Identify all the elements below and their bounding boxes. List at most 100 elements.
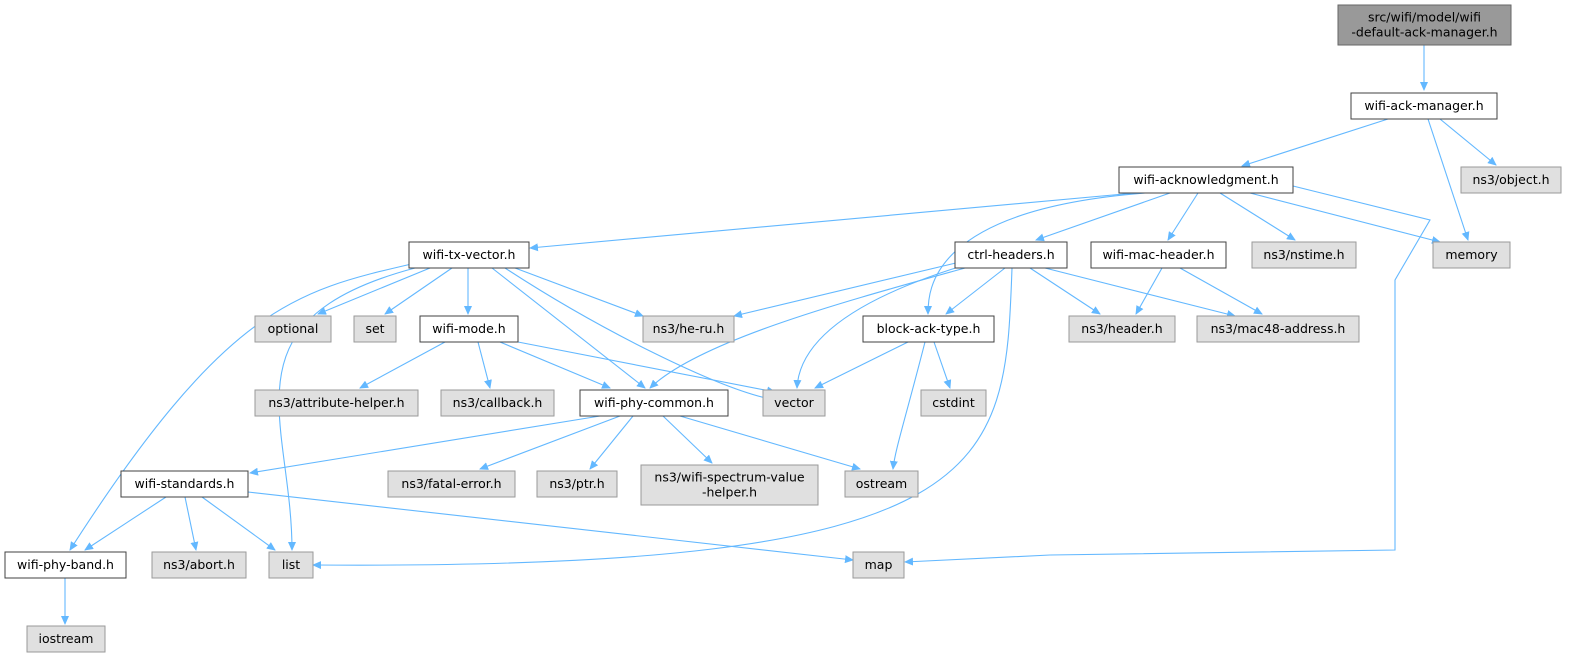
node-cstdint: cstdint bbox=[920, 389, 987, 417]
node-label-memory: memory bbox=[1445, 247, 1498, 262]
node-label-iostream: iostream bbox=[39, 631, 94, 646]
node-label-root-line-2: -default-ack-manager.h bbox=[1351, 25, 1497, 40]
edge-blockack-to-cstdint bbox=[933, 341, 952, 389]
node-heru: ns3/he-ru.h bbox=[642, 315, 735, 343]
node-label-mac48: ns3/mac48-address.h bbox=[1211, 321, 1346, 336]
edge-ackn-to-nstime bbox=[1219, 192, 1296, 241]
edge-ctrl-to-vector bbox=[793, 261, 976, 389]
node-ostream: ostream bbox=[844, 470, 919, 498]
node-root[interactable]: src/wifi/model/wifi-default-ack-manager.… bbox=[1337, 4, 1512, 46]
node-box-map bbox=[852, 551, 905, 579]
edge-machdr-to-header bbox=[1135, 267, 1163, 315]
node-ackn[interactable]: wifi-acknowledgment.h bbox=[1118, 166, 1294, 194]
edge-machdr-to-mac48 bbox=[1179, 267, 1263, 315]
node-callback: ns3/callback.h bbox=[440, 389, 555, 417]
node-label-root-line-1: src/wifi/model/wifi bbox=[1368, 10, 1481, 25]
node-box-mode bbox=[419, 315, 519, 343]
node-box-set bbox=[353, 315, 397, 343]
node-mode[interactable]: wifi-mode.h bbox=[419, 315, 519, 343]
node-iostream: iostream bbox=[26, 625, 106, 653]
node-box-cstdint bbox=[920, 389, 987, 417]
edge-ackmgr-to-memory bbox=[1427, 118, 1470, 241]
edge-txvec-to-vector bbox=[504, 267, 776, 403]
node-ptr: ns3/ptr.h bbox=[536, 470, 618, 498]
edge-txvec-to-optional bbox=[317, 267, 431, 315]
node-machdr[interactable]: wifi-mac-header.h bbox=[1090, 241, 1227, 269]
node-txvec[interactable]: wifi-tx-vector.h bbox=[408, 241, 530, 269]
node-box-ackmgr bbox=[1350, 92, 1498, 120]
node-label-spectrum-line-2: -helper.h bbox=[702, 485, 757, 500]
node-attr: ns3/attribute-helper.h bbox=[254, 389, 419, 417]
edge-standards-to-map bbox=[247, 491, 854, 564]
edge-phycommon-to-fatal bbox=[479, 415, 621, 470]
node-label-ostream: ostream bbox=[856, 476, 907, 491]
edge-ackn-to-machdr bbox=[1167, 192, 1199, 241]
node-label-fatal: ns3/fatal-error.h bbox=[401, 476, 501, 491]
node-box-nstime bbox=[1251, 241, 1357, 269]
edge-ackmgr-to-object bbox=[1439, 118, 1497, 166]
node-label-blockack: block-ack-type.h bbox=[877, 321, 981, 336]
edge-txvec-to-phycommon bbox=[491, 267, 646, 389]
node-box-txvec bbox=[408, 241, 530, 269]
node-ackmgr[interactable]: wifi-ack-manager.h bbox=[1350, 92, 1498, 120]
node-box-attr bbox=[254, 389, 419, 417]
edge-txvec-to-list bbox=[278, 267, 416, 551]
node-vector: vector bbox=[762, 389, 826, 417]
node-box-optional bbox=[254, 315, 332, 343]
node-label-vector: vector bbox=[774, 395, 815, 410]
node-ctrl[interactable]: ctrl-headers.h bbox=[954, 241, 1068, 269]
edge-ackn-to-memory bbox=[1249, 192, 1441, 244]
edge-ackn-to-txvec bbox=[529, 192, 1136, 252]
node-label-nstime: ns3/nstime.h bbox=[1263, 247, 1344, 262]
node-label-attr: ns3/attribute-helper.h bbox=[268, 395, 404, 410]
edge-ctrl-to-mac48 bbox=[1044, 267, 1236, 318]
node-blockack[interactable]: block-ack-type.h bbox=[862, 315, 995, 343]
node-standards[interactable]: wifi-standards.h bbox=[120, 470, 249, 498]
node-box-callback bbox=[440, 389, 555, 417]
edge-ctrl-to-list bbox=[312, 267, 1013, 570]
node-map: map bbox=[852, 551, 905, 579]
node-header: ns3/header.h bbox=[1068, 315, 1176, 343]
edge-txvec-to-heru bbox=[514, 267, 644, 317]
node-box-vector bbox=[762, 389, 826, 417]
edge-ackn-to-ctrl bbox=[1035, 192, 1171, 242]
node-label-header: ns3/header.h bbox=[1081, 321, 1162, 336]
edge-phycommon-to-ptr bbox=[589, 415, 634, 470]
node-label-ackmgr: wifi-ack-manager.h bbox=[1364, 98, 1483, 113]
node-box-header bbox=[1068, 315, 1176, 343]
node-nstime: ns3/nstime.h bbox=[1251, 241, 1357, 269]
dependency-nodes: src/wifi/model/wifi-default-ack-manager.… bbox=[4, 4, 1562, 653]
node-label-machdr: wifi-mac-header.h bbox=[1102, 247, 1214, 262]
node-optional: optional bbox=[254, 315, 332, 343]
node-object: ns3/object.h bbox=[1460, 166, 1562, 194]
node-box-ctrl bbox=[954, 241, 1068, 269]
edge-mode-to-attr bbox=[359, 341, 446, 389]
edge-ctrl-to-blockack bbox=[945, 267, 1006, 315]
edge-mode-to-callback bbox=[477, 341, 492, 389]
edge-blockack-to-ostream bbox=[889, 341, 926, 470]
node-label-ctrl: ctrl-headers.h bbox=[967, 247, 1054, 262]
node-band[interactable]: wifi-phy-band.h bbox=[4, 551, 127, 579]
node-abort: ns3/abort.h bbox=[151, 551, 247, 579]
edge-mode-to-phycommon bbox=[499, 341, 611, 389]
node-box-memory bbox=[1432, 241, 1511, 269]
edge-txvec-to-set bbox=[384, 267, 453, 315]
node-label-phycommon: wifi-phy-common.h bbox=[594, 395, 714, 410]
node-label-list: list bbox=[282, 557, 300, 572]
node-label-object: ns3/object.h bbox=[1472, 172, 1549, 187]
node-label-txvec: wifi-tx-vector.h bbox=[423, 247, 516, 262]
node-memory: memory bbox=[1432, 241, 1511, 269]
node-box-iostream bbox=[26, 625, 106, 653]
edge-phycommon-to-ostream bbox=[679, 415, 861, 471]
node-phycommon[interactable]: wifi-phy-common.h bbox=[579, 389, 729, 417]
node-box-phycommon bbox=[579, 389, 729, 417]
edge-ctrl-to-heru bbox=[733, 261, 961, 319]
node-label-abort: ns3/abort.h bbox=[163, 557, 235, 572]
node-set: set bbox=[353, 315, 397, 343]
node-box-standards bbox=[120, 470, 249, 498]
node-label-heru: ns3/he-ru.h bbox=[653, 321, 725, 336]
edge-phycommon-to-spectrum bbox=[662, 415, 713, 464]
node-box-band bbox=[4, 551, 127, 579]
node-box-list bbox=[268, 551, 314, 579]
